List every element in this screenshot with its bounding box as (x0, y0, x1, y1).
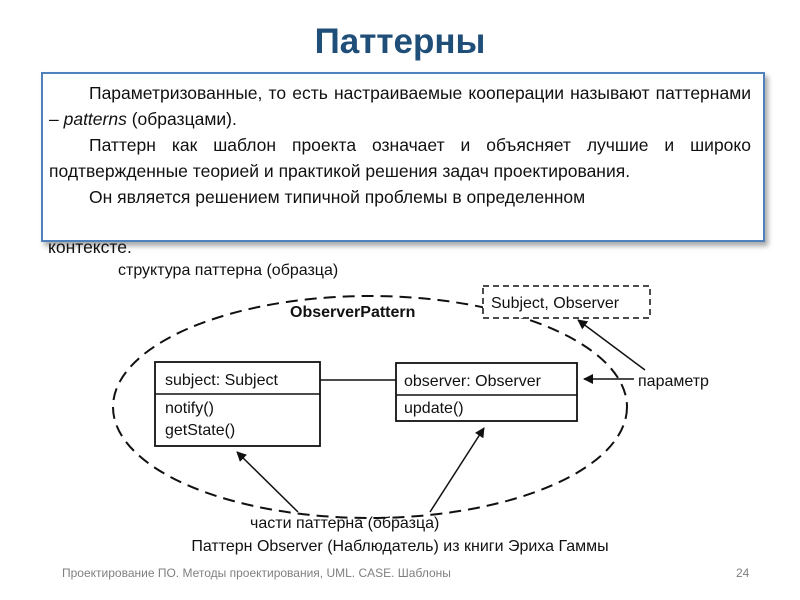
parameters-text: Subject, Observer (491, 295, 620, 312)
observer-class-name: observer: Observer (404, 373, 542, 390)
paragraph-3-overflow: контексте. (48, 237, 132, 257)
collaboration-ellipse (112, 295, 628, 519)
collaboration-name: ObserverPattern (290, 304, 415, 321)
parameter-box (482, 285, 651, 319)
parameter-label: параметр (638, 373, 709, 390)
diagram-caption: Паттерн Observer (Наблюдатель) из книги … (191, 538, 609, 555)
parts-arrow (236, 451, 299, 513)
paragraph-1: Параметризованные, то есть настраиваемые… (49, 80, 751, 132)
slide-title: Паттерны (314, 22, 486, 61)
parameter-arrow (577, 319, 646, 371)
subject-operation: getState() (165, 422, 235, 439)
structure-label: структура паттерна (образца) (118, 262, 338, 279)
subject-class: subject: Subject notify() getState() (154, 361, 321, 447)
paragraph-1-text: Параметризованные, то есть настраиваемые… (49, 83, 751, 129)
parts-label: части паттерна (образца) (250, 515, 439, 532)
subject-class-name: subject: Subject (165, 372, 279, 389)
subject-operation: notify() (165, 400, 214, 417)
paragraph-3: Он является решением типичной проблемы в… (89, 187, 586, 207)
observer-class: observer: Observer update() (395, 362, 578, 422)
definition-textbox: Параметризованные, то есть настраиваемые… (41, 72, 765, 242)
observer-operation: update() (404, 400, 464, 417)
footer-text: Проектирование ПО. Методы проектирования… (62, 566, 451, 580)
page-number: 24 (736, 566, 750, 580)
paragraph-2: Паттерн как шаблон проекта означает и об… (49, 135, 751, 181)
parts-arrow (429, 427, 485, 513)
paragraph-1-end: (образцами). (126, 109, 237, 129)
patterns-term: patterns (63, 109, 127, 129)
